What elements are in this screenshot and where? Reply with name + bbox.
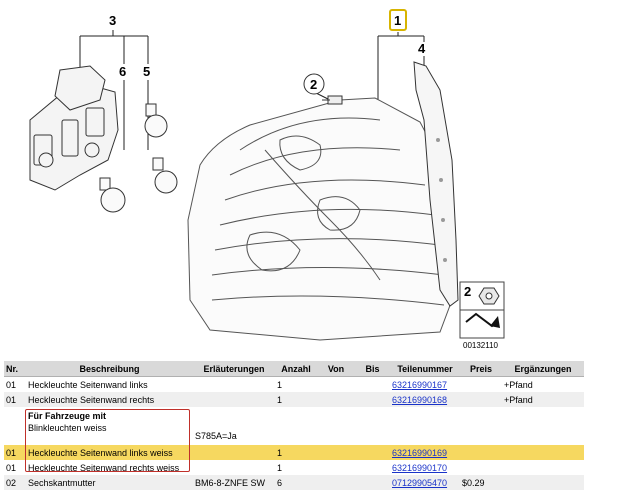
group-title: Für Fahrzeuge mit <box>28 411 107 421</box>
row-extra <box>502 445 584 460</box>
row-price <box>460 377 502 393</box>
col-anzahl: Anzahl <box>275 361 317 377</box>
row-extra: +Pfand <box>502 392 584 407</box>
row-expl <box>193 377 275 393</box>
col-ergaenzungen: Ergänzungen <box>502 361 584 377</box>
col-teilenummer: Teilenummer <box>390 361 460 377</box>
callout-1: 1 <box>394 13 401 28</box>
row-price <box>460 392 502 407</box>
row-expl <box>193 445 275 460</box>
table-row-selected[interactable]: 01 Heckleuchte Seitenwand links weiss 1 … <box>4 445 584 460</box>
legend-callout-2: 2 <box>464 284 471 299</box>
row-to <box>355 445 390 460</box>
row-extra <box>502 475 584 490</box>
callout-6: 6 <box>119 64 126 79</box>
row-desc: Heckleuchte Seitenwand rechts weiss <box>28 462 180 473</box>
callout-5: 5 <box>143 64 150 79</box>
figure-number: 00132110 <box>463 341 499 350</box>
group-note: S785A=Ja <box>195 431 237 441</box>
table-header: Nr. Beschreibung Erläuterungen Anzahl Vo… <box>4 361 584 377</box>
col-bis: Bis <box>355 361 390 377</box>
col-nr: Nr. <box>4 361 26 377</box>
col-erlaeuterungen: Erläuterungen <box>193 361 275 377</box>
group-header-row: Für Fahrzeuge mit Blinkleuchten weiss S7… <box>4 407 584 445</box>
part-number-link[interactable]: 07129905470 <box>392 477 448 488</box>
callout-2: 2 <box>310 77 317 92</box>
row-qty: 1 <box>275 445 317 460</box>
row-price: $0.29 <box>460 475 502 490</box>
row-qty: 1 <box>275 392 317 407</box>
row-expl <box>193 460 275 475</box>
row-extra <box>502 460 584 475</box>
table-row[interactable]: 02 Sechskantmutter BM6-8-ZNFE SW 6 07129… <box>4 475 584 490</box>
row-to <box>355 392 390 407</box>
col-preis: Preis <box>460 361 502 377</box>
part-number-link[interactable]: 63216990168 <box>392 394 448 405</box>
group-header: Für Fahrzeuge mit Blinkleuchten weiss <box>26 407 193 445</box>
row-from <box>317 392 355 407</box>
row-to <box>355 377 390 393</box>
row-from <box>317 377 355 393</box>
row-expl: BM6-8-ZNFE SW <box>193 475 275 490</box>
group-subtitle: Blinkleuchten weiss <box>28 423 107 433</box>
row-qty: 1 <box>277 379 283 390</box>
row-nr: 02 <box>4 475 26 490</box>
row-nr: 01 <box>6 462 17 473</box>
row-desc: Heckleuchte Seitenwand rechts <box>26 392 193 407</box>
parts-diagram: 3 6 5 1 4 2 2 00132110 <box>29 9 505 350</box>
row-to <box>355 475 390 490</box>
row-price <box>460 445 502 460</box>
row-qty: 1 <box>277 462 283 473</box>
table-row[interactable]: 01 Heckleuchte Seitenwand rechts 1 63216… <box>4 392 584 407</box>
row-nr: 01 <box>4 392 26 407</box>
parts-table: Nr. Beschreibung Erläuterungen Anzahl Vo… <box>4 361 584 490</box>
callout-3: 3 <box>109 13 116 28</box>
part-number-link[interactable]: 63216990167 <box>392 379 448 390</box>
row-price <box>460 460 502 475</box>
table-row[interactable]: 01 Heckleuchte Seitenwand rechts weiss 1… <box>4 460 584 475</box>
row-expl <box>193 392 275 407</box>
row-extra: +Pfand <box>504 379 533 390</box>
col-von: Von <box>317 361 355 377</box>
row-desc: Sechskantmutter <box>26 475 193 490</box>
row-to <box>355 460 390 475</box>
row-nr: 01 <box>6 379 17 390</box>
callout-4: 4 <box>418 41 426 56</box>
col-beschreibung: Beschreibung <box>26 361 193 377</box>
row-nr: 01 <box>4 445 26 460</box>
part-number-link[interactable]: 63216990169 <box>392 447 448 458</box>
row-desc: Heckleuchte Seitenwand links weiss <box>26 445 193 460</box>
row-from <box>317 445 355 460</box>
row-qty: 6 <box>275 475 317 490</box>
row-from <box>317 475 355 490</box>
table-row[interactable]: 01 Heckleuchte Seitenwand links 1 632169… <box>4 377 584 393</box>
row-desc: Heckleuchte Seitenwand links <box>28 379 148 390</box>
row-from <box>317 460 355 475</box>
part-number-link[interactable]: 63216990170 <box>392 462 448 473</box>
